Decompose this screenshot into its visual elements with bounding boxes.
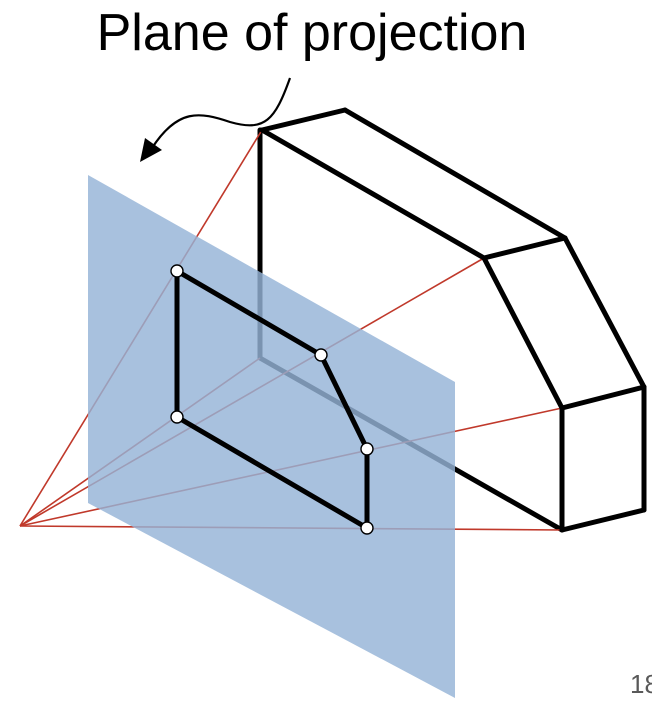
- object-front-edges: [259, 107, 647, 533]
- vertex-marker: [170, 264, 184, 278]
- vertex-marker: [360, 442, 374, 456]
- vertex-marker: [170, 410, 184, 424]
- curved-arrow-icon: [140, 77, 292, 162]
- projected-image: [174, 268, 370, 531]
- projection-plane: [88, 175, 455, 698]
- vertex-marker: [360, 521, 374, 535]
- page-number: 18: [630, 669, 652, 699]
- vertex-markers: [170, 264, 374, 535]
- vertex-marker: [314, 348, 328, 362]
- diagram-title: Plane of projection: [97, 4, 528, 62]
